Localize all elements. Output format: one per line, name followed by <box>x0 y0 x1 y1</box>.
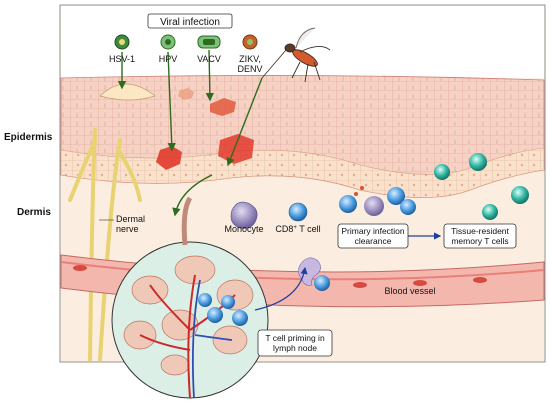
hsv-blister <box>99 83 156 101</box>
dermal-nerve-label-1: Dermal <box>116 214 145 224</box>
t-cell-priming-line-2: lymph node <box>273 343 317 353</box>
lymph-node <box>111 196 269 399</box>
vacv-particle-icon <box>197 35 221 49</box>
extravasating-t-cell <box>298 257 330 291</box>
air-region <box>61 6 544 78</box>
t-cell-priming-line-1: T cell priming in <box>265 333 325 343</box>
dermis-label: Dermis <box>17 207 51 218</box>
primary-clearance-line-2: clearance <box>355 236 392 246</box>
primary-clearance-box: Primary infection clearance <box>337 223 409 249</box>
infection-arrows <box>117 49 263 217</box>
trm-cells <box>434 153 529 220</box>
dermal-nerve-label-2: nerve <box>116 224 139 234</box>
monocyte-cell <box>230 201 258 229</box>
hpv-particle-icon <box>160 34 176 50</box>
cd8-t-cell <box>288 202 308 222</box>
monocyte-label: Monocyte <box>224 224 263 234</box>
hpv-label: HPV <box>159 54 178 64</box>
mosquito-icon <box>261 27 331 83</box>
trm-line-1: Tissue-resident <box>451 226 509 236</box>
infected-foci <box>156 88 254 170</box>
hsv-1-particle-icon <box>114 34 130 50</box>
denv-label: DENV <box>237 64 262 74</box>
lymph-node-t-cells <box>198 293 248 326</box>
trm-line-2: memory T cells <box>451 236 508 246</box>
clearance-cluster <box>339 186 416 216</box>
viral-infection-box: Viral infection <box>147 13 233 29</box>
dermal-nerve <box>68 128 142 362</box>
blood-vessel-label: Blood vessel <box>384 286 435 296</box>
trm-box: Tissue-resident memory T cells <box>443 223 517 249</box>
zikv-denv-particle-icon <box>242 34 258 50</box>
hsv-1-label: HSV-1 <box>109 54 135 64</box>
epidermis-label: Epidermis <box>4 132 53 143</box>
vacv-label: VACV <box>197 54 221 64</box>
viral-infection-title: Viral infection <box>160 17 220 28</box>
migration-arrows <box>254 232 442 311</box>
zikv-label: ZIKV, <box>239 54 261 64</box>
t-cell-priming-box: T cell priming in lymph node <box>257 329 333 357</box>
primary-clearance-line-1: Primary infection <box>341 226 405 236</box>
cd8-label: CD8+ T cell <box>275 224 320 234</box>
